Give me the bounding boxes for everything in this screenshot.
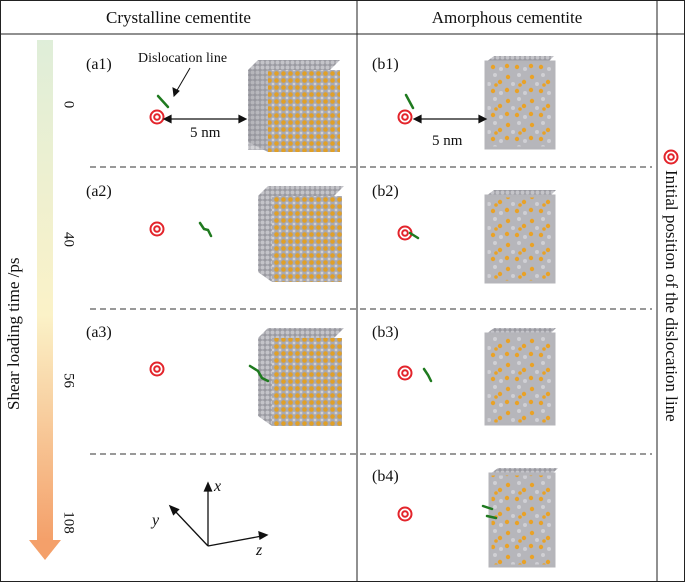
cube-b4: [488, 468, 558, 568]
dislocation-line-b4: [481, 504, 498, 520]
label-leader-arrow: [172, 67, 191, 98]
panel-label-a3: (a3): [86, 324, 112, 341]
panel-label-b4: (b4): [372, 468, 399, 485]
time-label-40: 40: [60, 232, 77, 247]
row-dividers: [90, 166, 652, 455]
time-label-0: 0: [60, 100, 77, 109]
dislocation-lines: [156, 93, 498, 520]
dislocation-line-a3: [248, 364, 270, 383]
cube-a2: [258, 186, 344, 282]
initial-position-marker-a1: [149, 109, 165, 125]
panel-label-b2: (b2): [372, 183, 399, 200]
dislocation-line-a2: [198, 221, 213, 238]
coordinate-axes: [168, 481, 269, 547]
initial-position-marker-b3: [397, 365, 413, 381]
cube-b1: [484, 56, 556, 150]
axis-y-label: y: [152, 512, 160, 529]
dislocation-line-label: Dislocation line: [138, 51, 228, 66]
legend-text: Initial position of the dislocation line: [662, 170, 681, 422]
header-crystalline: Crystalline cementite: [106, 8, 251, 27]
panel-label-a1: (a1): [86, 56, 112, 73]
panel-label-b1: (b1): [372, 56, 399, 73]
distance-arrow-a1: [162, 114, 248, 124]
time-label-56: 56: [60, 373, 77, 388]
initial-position-marker-b4: [397, 506, 413, 522]
distance-label-b1: 5 nm: [432, 133, 463, 149]
initial-position-marker-b1: [397, 109, 413, 125]
axis-x-label: x: [214, 478, 222, 495]
dislocation-line-a1: [156, 94, 170, 109]
initial-position-marker-a2: [149, 221, 165, 237]
initial-position-marker-a3: [149, 361, 165, 377]
panel-label-a2: (a2): [86, 183, 112, 200]
header-amorphous: Amorphous cementite: [431, 8, 583, 27]
distance-label-a1: 5 nm: [190, 125, 221, 141]
dislocation-line-b1: [404, 93, 415, 110]
axis-z-label: z: [256, 542, 263, 559]
cube-a1: [248, 60, 340, 152]
distance-arrow-b1: [412, 114, 488, 124]
legend-marker-icon: [663, 149, 679, 165]
time-axis-label: Shear loading time /ps: [4, 257, 23, 410]
cube-b2: [484, 190, 556, 284]
cube-b3: [484, 328, 556, 426]
dislocation-line-b3: [422, 367, 433, 383]
cube-a3: [258, 328, 344, 426]
dislocation-line-b2: [408, 231, 420, 240]
time-label-108: 108: [60, 511, 77, 534]
panel-label-b3: (b3): [372, 324, 399, 341]
time-arrow: [29, 40, 61, 560]
